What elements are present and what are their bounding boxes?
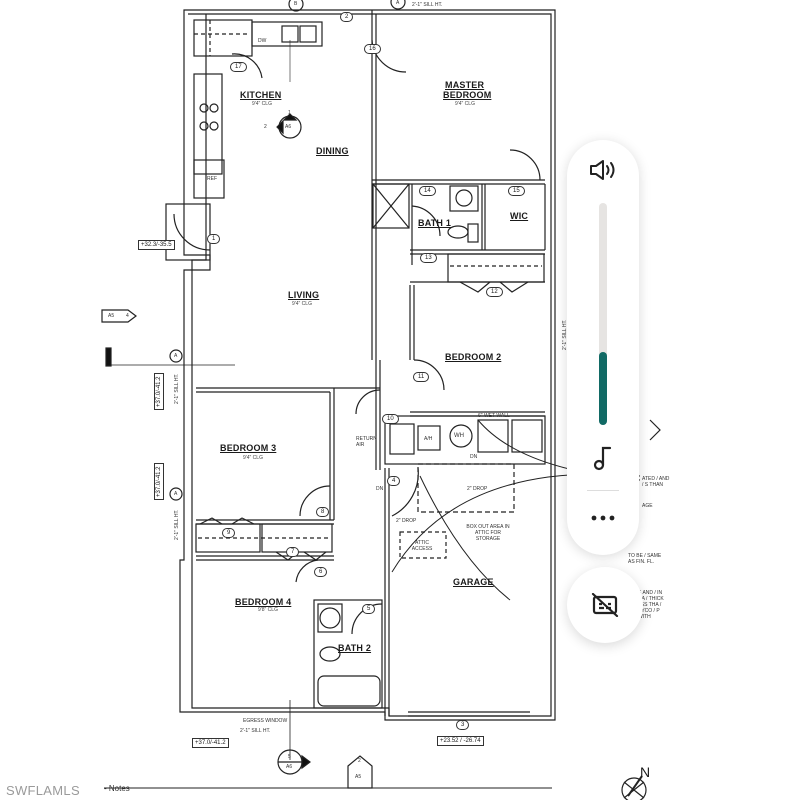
volume-slider[interactable] [599, 203, 607, 425]
door-tag: 17 [230, 62, 247, 72]
room-ceiling-master: 9'4" CLG [455, 101, 475, 107]
music-note-icon[interactable] [585, 440, 621, 476]
door-tag: 3 [456, 720, 470, 730]
door-tag: 14 [419, 186, 436, 196]
notes-header: - Notes [104, 784, 130, 793]
room-ceiling-bedroom4: 9'8" CLG [258, 607, 278, 613]
elevation-left-window-2: +37.0/-41.2 [154, 463, 164, 500]
north-arrow-label: N [640, 764, 651, 780]
room-ceiling-kitchen: 9'4" CLG [252, 101, 272, 107]
room-label-bedroom3: BEDROOM 3 [220, 443, 277, 453]
section-marker-a5-left-num: 4 [126, 313, 129, 319]
room-label-bedroom2: BEDROOM 2 [445, 352, 502, 362]
door-tag: 10 [382, 414, 399, 424]
dn-note-1: DN [376, 486, 384, 492]
drop-note-2: 2" DROP [467, 486, 488, 492]
room-label-master-2: BEDROOM [443, 90, 492, 100]
section-marker-a6: A6 [285, 124, 292, 130]
door-tag: 6 [314, 567, 328, 577]
more-horizontal-icon[interactable] [585, 500, 621, 536]
room-label-bedroom4: BEDROOM 4 [235, 597, 292, 607]
room-label-wic: WIC [510, 211, 529, 221]
door-tag: 16 [364, 44, 381, 54]
sill-height-note-left-1: 2'-1" SILL HT. [174, 373, 180, 404]
captions-off-icon [591, 593, 619, 617]
door-tag: 8 [316, 507, 330, 517]
room-label-kitchen: KITCHEN [240, 90, 282, 100]
section-marker-a6-bottom: A6 [286, 764, 293, 770]
sill-height-note-left-2: 2'-1" SILL HT. [174, 509, 180, 540]
door-tag: 12 [486, 287, 503, 297]
door-tag: 1 [207, 234, 221, 244]
room-label-master-1: MASTER [445, 80, 485, 90]
wet-wall-note: 6" WET WALL [478, 413, 510, 419]
sill-height-note: 2'-1" SILL HT. [240, 728, 271, 734]
section-marker-a5-bottom-num: 2 [358, 758, 361, 764]
dn-note-2: DN [470, 454, 478, 460]
watermark: SWFLAMLS [6, 783, 80, 798]
clipped-note-3: TO BE / SAME AS FIN. FL. [628, 553, 662, 565]
sill-height-note-top: 2'-1" SILL HT. [412, 2, 443, 8]
elevation-garage-door: +23.52 / -26.74 [437, 736, 484, 746]
door-tag: 15 [508, 186, 525, 196]
section-marker-a6-side: 2 [264, 124, 267, 130]
door-tag: 5 [362, 604, 376, 614]
elevation-bottom-window: +37.0/-41.2 [192, 738, 229, 748]
room-ceiling-bedroom3: 9'4" CLG [243, 455, 263, 461]
grid-bubble-b: B [294, 1, 298, 7]
door-tag: 9 [222, 528, 236, 538]
clipped-note-2: AGE [642, 503, 653, 509]
door-tag: 7 [286, 547, 300, 557]
door-tag: 2 [340, 12, 354, 22]
clipped-note-4: E AND / IN RA / THICK / SS THA / EYCO / … [638, 590, 664, 620]
room-label-garage: GARAGE [453, 577, 494, 587]
grid-bubble-a-top: A [396, 0, 400, 6]
grid-bubble-a: A [174, 353, 178, 359]
panel-divider [587, 490, 619, 491]
clipped-note-1: ATED / AND / S THAN [642, 476, 670, 488]
fixture-refrigerator: REF [207, 176, 217, 182]
section-marker-a5-left: A5 [108, 313, 115, 319]
section-marker-a6-bottom-num: 5 [288, 754, 291, 760]
speaker-icon[interactable] [583, 150, 623, 190]
captions-off-button[interactable] [567, 567, 643, 643]
volume-slider-fill [599, 351, 607, 425]
room-label-bath2: BATH 2 [338, 643, 372, 653]
drop-note-1: 2" DROP [396, 518, 417, 524]
grid-bubble-a-2: A [174, 491, 178, 497]
attic-access-note: ATTIC ACCESS [411, 540, 433, 552]
room-label-bath1: BATH 1 [418, 218, 452, 228]
box-out-note: BOX OUT AREA IN ATTIC FOR STORAGE [466, 524, 510, 542]
section-marker-a5-bottom: A5 [355, 774, 362, 780]
fixture-dishwasher: DW [258, 38, 267, 44]
room-ceiling-living: 9'4" CLG [292, 301, 312, 307]
fixture-air-handler: A/H [424, 436, 433, 442]
elevation-left-window-1: +37.0/-41.2 [154, 373, 164, 410]
volume-panel [567, 140, 639, 555]
elevation-front-door: +32.3/-35.5 [138, 240, 175, 250]
door-tag: 4 [387, 476, 401, 486]
fixture-water-heater: WH [454, 433, 464, 439]
door-tag: 11 [413, 372, 430, 382]
room-label-dining: DINING [316, 146, 349, 156]
section-marker-a6-num: 1 [288, 110, 291, 116]
door-tag: 13 [420, 253, 437, 263]
egress-window-note: EGRESS WINDOW [243, 718, 288, 724]
return-air-note: RETURN AIR [356, 436, 377, 448]
room-label-living: LIVING [288, 290, 320, 300]
